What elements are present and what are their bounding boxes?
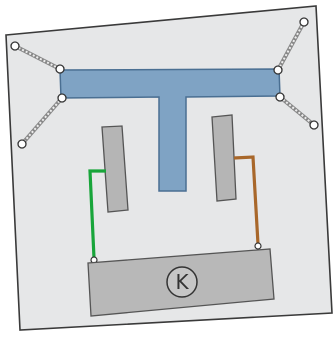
galvanometer-symbol: K [175,270,189,294]
spring-top-left [10,41,61,71]
left-fixed-plate [101,125,129,213]
anchor-pin [10,41,20,51]
spring-top-right [276,17,309,71]
t-shaped-movable-mass [59,68,281,192]
attachment-point [275,92,285,102]
attachment-point [55,64,65,74]
spring-bottom-left [17,96,64,149]
attachment-point [273,65,283,75]
terminal-right [254,242,262,250]
anchor-pin [17,139,27,149]
right-fixed-plate [211,114,237,202]
spring-bottom-right [278,95,319,130]
anchor-pin [299,17,309,27]
green-wire [88,169,106,259]
galvanometer-circle-icon: K [166,266,198,298]
attachment-point [57,93,67,103]
brown-wire [233,155,260,245]
anchor-pin [309,120,319,130]
